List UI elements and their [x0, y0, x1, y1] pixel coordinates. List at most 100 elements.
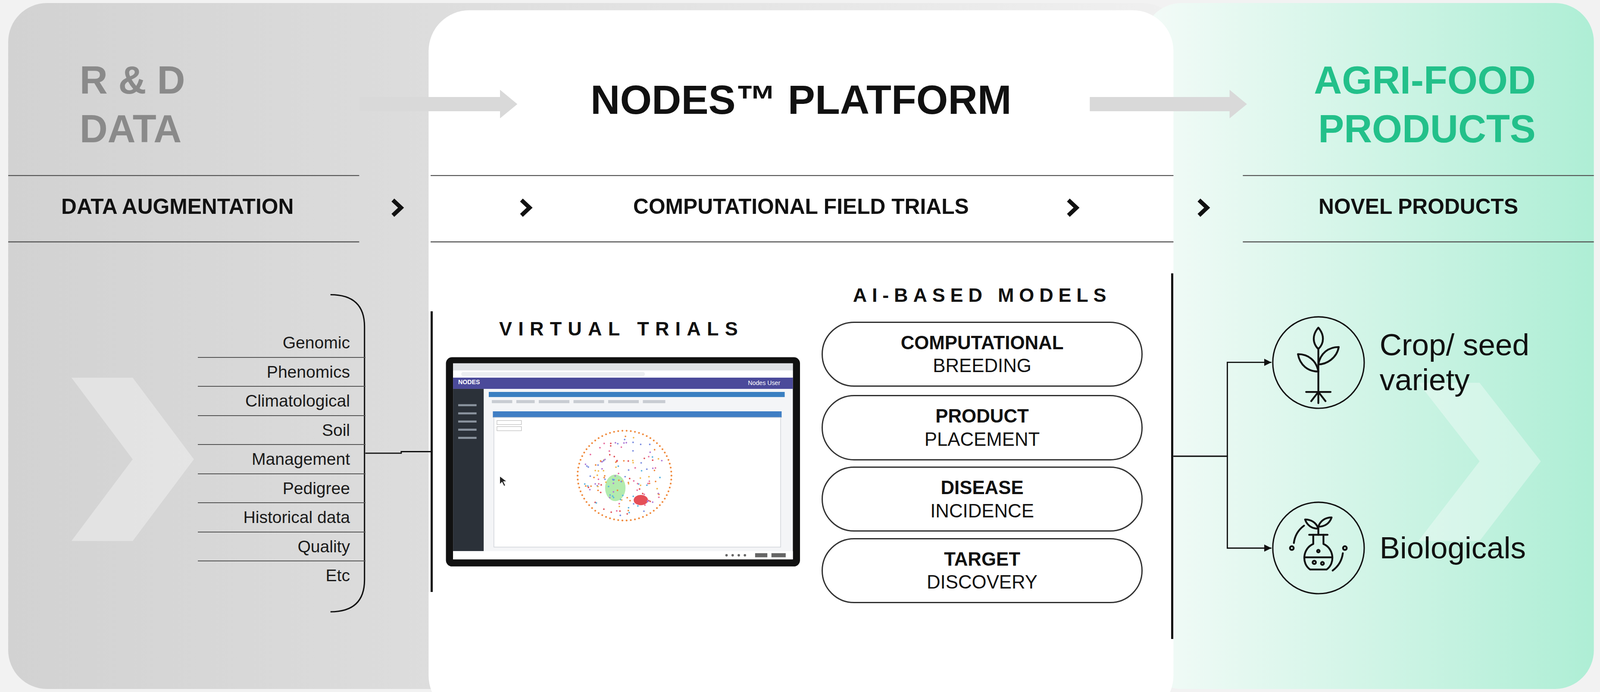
- graph-dot: [670, 478, 672, 481]
- graph-dot: [654, 480, 657, 483]
- graph-dot: [632, 461, 635, 464]
- graph-dot: [609, 431, 611, 434]
- graph-dot: [583, 497, 585, 500]
- graph-dot: [668, 486, 671, 489]
- graph-dot: [616, 442, 619, 445]
- graph-dot: [623, 438, 626, 441]
- graph-dot: [621, 494, 624, 497]
- graph-dot: [597, 512, 600, 514]
- graph-dot: [669, 482, 672, 485]
- graph-dot: [663, 497, 666, 500]
- graph-dot: [579, 490, 582, 493]
- heading: R & D DATA: [79, 56, 249, 154]
- graph-dot: [602, 469, 605, 472]
- graph-dot: [611, 495, 614, 497]
- graph-dot: [590, 442, 593, 444]
- graph-dot: [587, 465, 590, 468]
- graph-dot: [637, 517, 640, 519]
- graph-dot: [614, 441, 617, 444]
- graph-dot: [659, 476, 661, 479]
- subheading: COMPUTATIONAL FIELD TRIALS: [428, 193, 1174, 220]
- graph-dot: [584, 484, 587, 487]
- band-lines: [8, 175, 1594, 242]
- graph-dot: [612, 482, 615, 485]
- graph-dot: [577, 466, 580, 469]
- graph-dot: [597, 489, 600, 491]
- graph-dot: [646, 484, 648, 486]
- graph-dot: [632, 503, 635, 505]
- graph-dot: [578, 462, 581, 465]
- graph-dot: [626, 512, 629, 515]
- graph-dot: [641, 492, 644, 495]
- model-pill: PRODUCTPLACEMENT: [821, 394, 1144, 461]
- graph-dot: [661, 500, 664, 503]
- graph-dot: [576, 474, 579, 477]
- graph-dot: [601, 434, 604, 437]
- graph-dot: [632, 436, 635, 439]
- graph-dot: [628, 511, 631, 514]
- graph-dot: [661, 448, 664, 450]
- graph-dot: [588, 504, 591, 507]
- graph-dot: [584, 483, 586, 485]
- graph-dot: [577, 482, 580, 485]
- graph-dot: [639, 443, 642, 446]
- graph-dot: [641, 515, 644, 518]
- model-subtitle: DISCOVERY: [926, 570, 1038, 594]
- model-pill: TARGETDISCOVERY: [821, 537, 1144, 604]
- graph-dot: [628, 477, 631, 480]
- graph-dot: [619, 514, 622, 516]
- graph-dot: [649, 451, 651, 454]
- graph-dot: [667, 490, 670, 493]
- model-title: COMPUTATIONAL: [900, 331, 1064, 354]
- graph-dot: [643, 510, 645, 513]
- graph-dot: [668, 462, 671, 465]
- graph-dot: [604, 458, 607, 461]
- graph-dot: [625, 429, 628, 432]
- model-subtitle: BREEDING: [932, 353, 1032, 377]
- list-item: Phenomics: [197, 357, 366, 387]
- heading: AGRI-FOOD PRODUCTS: [1255, 56, 1536, 154]
- graph-dot: [634, 518, 636, 521]
- graph-dot: [585, 448, 588, 450]
- graph-dot: [621, 429, 624, 432]
- graph-dot: [620, 446, 623, 448]
- graph-dot: [659, 444, 661, 447]
- graph-dot: [649, 443, 651, 446]
- graph-dot: [670, 470, 672, 473]
- graph-dot: [645, 434, 648, 437]
- graph-dot: [600, 459, 602, 462]
- graph-dot: [600, 491, 602, 494]
- graph-dot: [584, 463, 587, 466]
- graph-dot: [641, 433, 644, 435]
- product-circle: Biologicals: [1271, 500, 1592, 595]
- graph-dot: [605, 433, 607, 435]
- graph-dot: [617, 472, 620, 475]
- graph-dot: [663, 451, 666, 454]
- graph-dot: [622, 459, 625, 462]
- graph-dot: [588, 444, 591, 447]
- graph-dot: [583, 451, 585, 454]
- graph-dot: [576, 478, 579, 481]
- graph-dot: [653, 439, 655, 442]
- product-label: Crop/ seed variety: [1379, 327, 1589, 398]
- graph-dot: [651, 501, 654, 504]
- graph-dot: [656, 442, 658, 444]
- graph-dot: [579, 458, 582, 461]
- graph-dot: [649, 437, 652, 439]
- graph-dot: [632, 450, 635, 452]
- graph-dot: [620, 480, 622, 483]
- graph-dot: [659, 504, 661, 507]
- graph-dot: [619, 498, 622, 501]
- product-label: Biologicals: [1379, 530, 1589, 566]
- column-panel: AGRI-FOOD PRODUCTSNOVEL PRODUCTSCrop/ se…: [1173, 3, 1594, 689]
- graph-dot: [646, 500, 649, 502]
- flask-icon: [1290, 517, 1347, 571]
- column-panel: NODES™ PLATFORMCOMPUTATIONAL FIELD TRIAL…: [428, 10, 1174, 692]
- graph-dot: [648, 480, 651, 482]
- graph-dot: [627, 509, 630, 512]
- graph-dot: [612, 430, 615, 433]
- graph-dot: [597, 482, 600, 485]
- graph-dot: [609, 444, 612, 447]
- graph-dot: [608, 450, 611, 452]
- graph-dot: [603, 442, 606, 445]
